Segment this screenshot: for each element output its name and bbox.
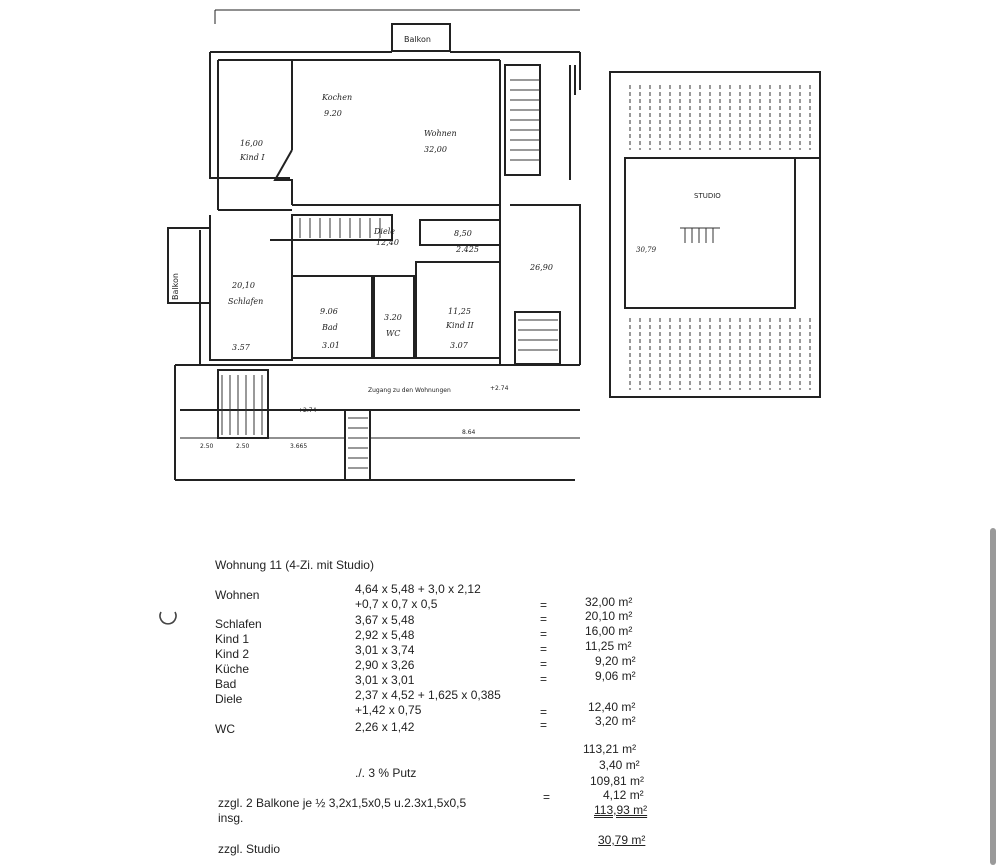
row-value: 9,20 m²	[595, 654, 636, 668]
studio-label: zzgl. Studio	[218, 842, 281, 856]
label-bath-area: 9.06	[320, 307, 338, 316]
putz-label: ./. 3 % Putz	[355, 766, 417, 780]
row-eq: =	[540, 705, 548, 719]
row-value: 12,40 m²	[588, 700, 636, 714]
putz-value: 3,40 m²	[599, 758, 640, 772]
label-bath-name: Bad	[321, 323, 338, 332]
scrollbar-thumb[interactable]	[990, 528, 996, 865]
label-small-dim: 2.425	[455, 245, 479, 254]
label-bath-dim: 3.01	[322, 341, 340, 350]
row-eq: =	[540, 642, 548, 656]
row-value: 16,00 m²	[585, 624, 633, 638]
label-wc-name: WC	[386, 329, 400, 338]
insg-value: 113,93 m²	[594, 803, 648, 817]
label-child2-area: 11,25	[448, 307, 471, 316]
floor-plan: Balkon Balkon Kochen 9.20 Wohnen 32,00 1…	[167, 9, 821, 481]
row-formula: 4,64 x 5,48 + 3,0 x 2,12	[355, 582, 481, 596]
row-formula: 3,67 x 5,48	[355, 613, 415, 627]
insg-label: insg.	[218, 811, 244, 825]
label-dim-c: 3.665	[290, 443, 307, 450]
row-formula: 3,01 x 3,01	[355, 673, 415, 687]
row-eq: =	[540, 672, 548, 686]
label-bed-dim: 3.57	[232, 343, 251, 352]
label-dim-a: 2.50	[200, 443, 214, 450]
label-child2-dim: 3.07	[450, 341, 469, 350]
row-value: 11,25 m²	[585, 639, 632, 653]
label-child1-area: 16,00	[240, 139, 263, 148]
label-access: Zugang zu den Wohnungen	[368, 387, 451, 394]
label-hall-area: 12,40	[376, 238, 399, 247]
row-name: Bad	[215, 677, 237, 691]
row-formula: 3,01 x 3,74	[355, 643, 415, 657]
studio-value: 30,79 m²	[598, 833, 646, 847]
label-bed-name: Schlafen	[228, 297, 263, 306]
row-eq: =	[540, 612, 548, 626]
row-name: Wohnen	[215, 588, 260, 602]
row-value: 20,10 m²	[585, 609, 633, 623]
label-level-1: +2.74	[490, 385, 509, 392]
label-small-area: 8,50	[454, 229, 472, 238]
label-studio-name: STUDIO	[694, 192, 721, 200]
row-name: Kind 2	[215, 647, 250, 661]
net-value: 109,81 m²	[590, 774, 645, 788]
label-hall-name: Diele	[373, 227, 395, 236]
label-child2-name: Kind II	[445, 321, 475, 330]
label-bed-area: 20,10	[231, 281, 255, 290]
area-calculation: Wohnung 11 (4-Zi. mit Studio) Wohnen 4,6…	[0, 540, 1000, 865]
label-stair-area: 26,90	[529, 263, 553, 272]
row-name: Diele	[215, 692, 243, 706]
row-eq: =	[540, 657, 548, 671]
label-child1-name: Kind I	[239, 153, 265, 162]
row-formula: +0,7 x 0,7 x 0,5	[355, 597, 438, 611]
label-level-2: +2.74	[298, 407, 317, 414]
label-dim-b: 2.50	[236, 443, 250, 450]
balcony-label: zzgl. 2 Balkone je ½ 3,2x1,5x0,5 u.2.3x1…	[218, 796, 467, 810]
label-kitchen-name: Kochen	[321, 93, 352, 102]
row-formula: 2,90 x 3,26	[355, 658, 415, 672]
label-dim-d: 8.64	[462, 429, 476, 436]
row-name: Kind 1	[215, 632, 250, 646]
row-name: Schlafen	[215, 617, 262, 631]
row-eq: =	[540, 627, 548, 641]
row-eq: =	[540, 718, 548, 732]
label-balcony-top: Balkon	[404, 35, 431, 44]
row-name: Küche	[215, 662, 250, 676]
label-wc-area: 3.20	[384, 313, 402, 322]
row-formula: +1,42 x 0,75	[355, 703, 422, 717]
row-eq: =	[540, 598, 548, 612]
row-value: 9,06 m²	[595, 669, 636, 683]
row-value: 3,20 m²	[595, 714, 636, 728]
row-formula: 2,92 x 5,48	[355, 628, 415, 642]
row-value: 32,00 m²	[585, 595, 633, 609]
row-formula: 2,37 x 4,52 + 1,625 x 0,385	[355, 688, 501, 702]
label-studio-area: 30,79	[636, 246, 657, 254]
label-living-name: Wohnen	[424, 129, 457, 138]
label-kitchen-area: 9.20	[324, 109, 342, 118]
balcony-eq: =	[543, 790, 551, 804]
label-living-area: 32,00	[424, 145, 447, 154]
label-balcony-left: Balkon	[171, 273, 180, 300]
row-formula: 2,26 x 1,42	[355, 720, 415, 734]
balcony-value: 4,12 m²	[603, 788, 644, 802]
calc-heading: Wohnung 11 (4-Zi. mit Studio)	[215, 558, 374, 572]
loading-spinner-icon	[159, 611, 177, 625]
row-name: WC	[215, 722, 235, 736]
subtotal-value: 113,21 m²	[583, 742, 637, 756]
